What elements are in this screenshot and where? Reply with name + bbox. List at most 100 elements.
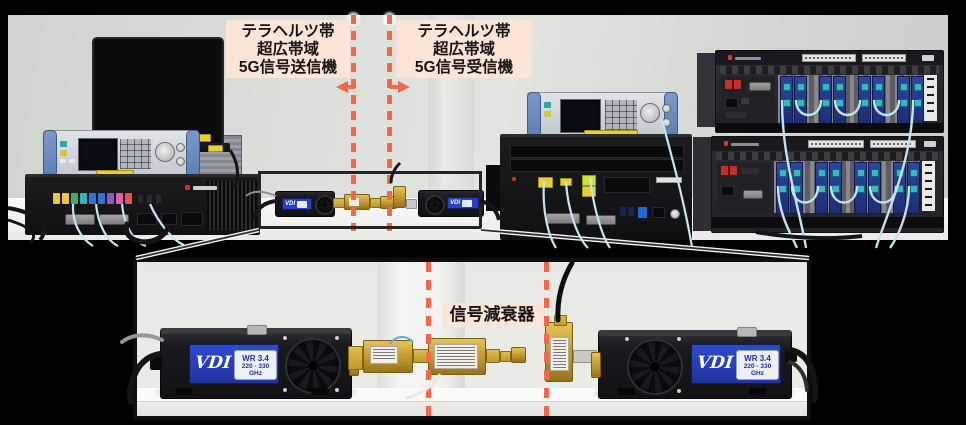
rf-connector <box>53 193 60 204</box>
keysight-logo <box>724 141 728 146</box>
rf-connector <box>116 193 123 204</box>
warning-tag <box>582 186 596 197</box>
module-card <box>868 162 881 214</box>
power-connector <box>785 350 797 362</box>
rx-label-line3: 5G信号受信機 <box>414 59 514 76</box>
rotary-knob <box>155 142 175 162</box>
sticker <box>208 145 223 152</box>
waveguide-joint <box>511 347 526 363</box>
keypad <box>120 139 151 169</box>
chassis-side <box>693 137 715 231</box>
chassis-side <box>697 53 719 127</box>
screw <box>335 388 339 392</box>
side-handle <box>486 165 500 211</box>
arrow-right-tail <box>390 85 398 89</box>
usb3-port <box>638 207 647 218</box>
bumper <box>527 92 541 137</box>
vdi-range: 220 - 330 GHz <box>743 363 772 377</box>
rf-connector <box>89 193 96 204</box>
keysight-chassis-bottom <box>711 136 944 233</box>
tx-label-line3: 5G信号送信機 <box>238 59 338 76</box>
foot <box>311 388 329 395</box>
clip <box>247 325 267 335</box>
rx-label-line2: 超広帯域 <box>432 41 495 58</box>
label-box <box>297 200 308 208</box>
module-card <box>858 76 871 124</box>
rf-connector <box>62 193 69 204</box>
attenuator-label-plate <box>434 344 478 369</box>
label-strip <box>808 140 864 148</box>
port <box>725 112 747 118</box>
blank-slot <box>510 159 684 172</box>
receiver-label-box: テラヘルツ帯 超広帯域 5G信号受信機 <box>396 20 532 78</box>
preset-button <box>60 141 67 147</box>
rf-connector <box>71 193 78 204</box>
vdi-label-small: VDI <box>282 198 312 210</box>
foot <box>175 388 193 395</box>
sma-connector <box>156 195 161 203</box>
component-label <box>370 346 398 364</box>
vdi-logo: VDI <box>193 353 232 373</box>
module-card <box>780 76 793 124</box>
usb-port <box>620 207 626 216</box>
module-card <box>872 76 885 124</box>
brand-logo <box>185 185 190 190</box>
vdi-brand: VDI <box>450 200 461 206</box>
bnc-connector <box>176 143 185 152</box>
dsub-connector <box>65 214 95 225</box>
ethernet-port <box>652 207 665 218</box>
screw <box>335 336 339 340</box>
rf-connector <box>125 193 132 204</box>
tx-label-line1: テラヘルツ帯 <box>241 23 335 40</box>
waveguide-flange <box>591 352 601 378</box>
module-bay <box>774 161 920 214</box>
inset-photo: VDI WR 3.4 220 - 330 GHz <box>133 258 811 420</box>
controller-panel <box>721 76 775 122</box>
label-chip <box>922 55 934 61</box>
port <box>181 212 203 226</box>
power-port <box>725 80 741 89</box>
vdi-model-box: WR 3.4 220 - 330 GHz <box>234 350 277 380</box>
screw <box>677 389 681 393</box>
bnc-connector <box>662 104 671 113</box>
chassis-header <box>712 137 943 151</box>
rf-connector <box>98 193 105 204</box>
bnc-connector <box>176 157 185 166</box>
clip <box>737 327 757 337</box>
port-row <box>720 66 939 74</box>
arrow-left-tail <box>347 85 355 89</box>
rf-connector <box>80 193 87 204</box>
module-bay <box>778 75 924 124</box>
awg-chassis <box>25 174 260 235</box>
led <box>512 177 516 181</box>
preset-button <box>60 150 67 156</box>
vdi-label-small: VDI <box>447 197 479 209</box>
adapter-small <box>406 199 417 209</box>
warning-tag <box>582 175 596 186</box>
coupler-vertical <box>545 315 573 382</box>
vdi-module-right: VDI WR 3.4 220 - 330 GHz <box>591 327 797 399</box>
port-block <box>604 177 650 193</box>
inset-dashed-line-right <box>544 262 549 416</box>
button <box>60 159 66 163</box>
bumper <box>43 130 57 177</box>
keysight-chassis-top <box>715 50 944 133</box>
screw <box>283 388 287 392</box>
foot <box>617 388 635 395</box>
ethernet-port <box>725 98 738 108</box>
bumper <box>664 92 678 137</box>
brand-text <box>193 186 217 190</box>
keypad <box>605 100 637 130</box>
module-card <box>794 76 807 124</box>
arrow-right-icon <box>398 81 410 93</box>
screw <box>677 337 681 341</box>
button <box>69 159 75 163</box>
preset-button <box>544 111 551 117</box>
label-chip <box>924 141 936 147</box>
annotation-dashed-line-left <box>351 15 356 231</box>
dsub-connector <box>586 215 616 225</box>
brand-text <box>735 57 761 60</box>
sma-connector <box>138 195 143 203</box>
vdi-module-left: VDI WR 3.4 220 - 330 GHz <box>150 325 359 399</box>
